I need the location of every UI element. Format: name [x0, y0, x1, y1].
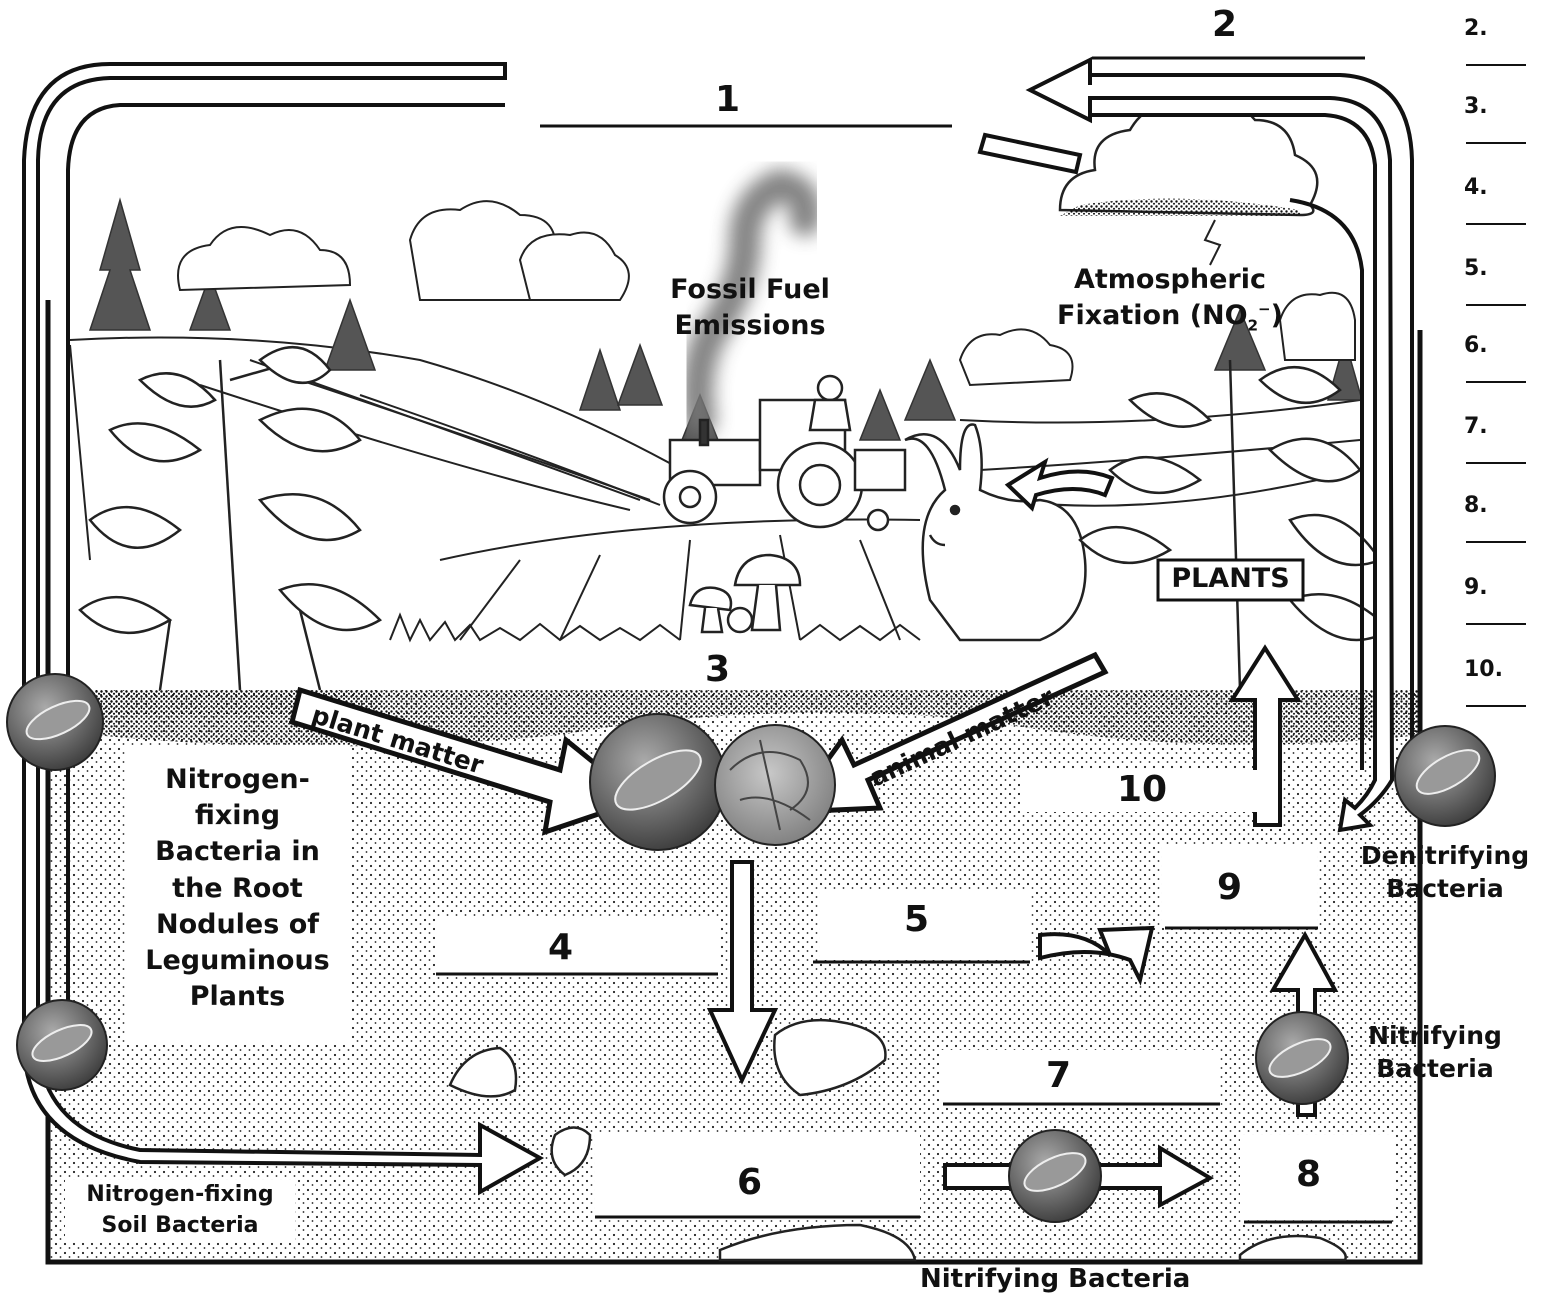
nitrifying-bacteria-bottom-label: Nitrifying Bacteria — [920, 1266, 1190, 1292]
box-4 — [435, 918, 720, 973]
plants-label: PLANTS — [1158, 565, 1303, 592]
plant-to-rabbit-arrow — [1008, 462, 1112, 508]
storm-cloud — [1060, 100, 1317, 265]
answer-line-8[interactable]: 8. — [1464, 493, 1549, 543]
decomposer-fungi — [715, 725, 835, 845]
answer-line-4[interactable]: 4. — [1464, 175, 1549, 225]
answer-line-10[interactable]: 10. — [1464, 657, 1549, 707]
left-plant — [80, 347, 380, 690]
microbe-bottom-left — [17, 1000, 107, 1090]
denitrifying-bacteria-label: Denitrifying Bacteria — [1345, 840, 1545, 905]
microbe-denitrifying — [1395, 726, 1495, 826]
blank-4: 4 — [548, 930, 573, 966]
mushrooms — [690, 555, 800, 632]
answer-line-7[interactable]: 7. — [1464, 414, 1549, 464]
rabbit — [905, 425, 1085, 640]
blank-8: 8 — [1296, 1157, 1321, 1193]
fossil-fuel-label: Fossil Fuel Emissions — [640, 272, 860, 344]
decomposer-bacteria — [590, 714, 726, 850]
answer-line-9[interactable]: 9. — [1464, 575, 1549, 625]
microbe-top-left — [7, 674, 103, 770]
blank-5: 5 — [904, 902, 929, 938]
soil-bacteria-label: Nitrogen-fixing Soil Bacteria — [65, 1180, 295, 1242]
answer-line-5[interactable]: 5. — [1464, 256, 1549, 306]
atmospheric-fixation-label: Atmospheric Fixation (NO2−) — [1030, 262, 1310, 336]
answer-line-3[interactable]: 3. — [1464, 94, 1549, 144]
blank-10: 10 — [1117, 772, 1167, 808]
blank-6: 6 — [737, 1165, 762, 1201]
blank-3: 3 — [705, 652, 730, 688]
root-nodule-bacteria-label: Nitrogen- fixing Bacteria in the Root No… — [125, 762, 350, 1015]
answer-line-6[interactable]: 6. — [1464, 333, 1549, 383]
answer-line-2[interactable]: 2. — [1464, 16, 1549, 66]
nitrifying-bacteria-right-label: Nitrifying Bacteria — [1350, 1020, 1520, 1085]
right-plant — [1080, 360, 1390, 690]
microbe-nitrifying-bottom — [1009, 1130, 1101, 1222]
arrow-to-cloud — [980, 135, 1080, 172]
blank-2: 2 — [1212, 7, 1237, 43]
microbe-nitrifying-right — [1256, 1012, 1348, 1104]
blank-1: 1 — [715, 82, 740, 118]
blank-7: 7 — [1046, 1058, 1071, 1094]
box-7 — [940, 1050, 1220, 1105]
blank-9: 9 — [1217, 870, 1242, 906]
